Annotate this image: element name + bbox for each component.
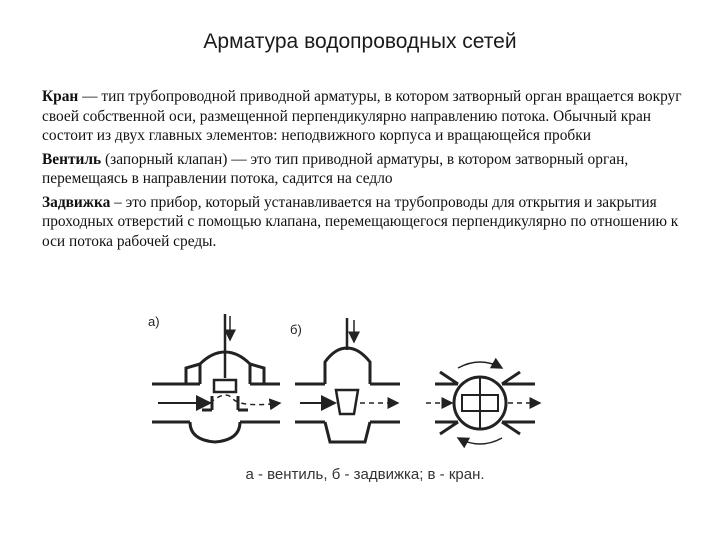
definition-kran: — тип трубопроводной приводной арматуры,… <box>42 88 682 144</box>
kran-drawing <box>435 370 535 436</box>
paragraph-zadvizhka: Задвижка – это прибор, который устанавли… <box>42 193 692 252</box>
label-a: а) <box>148 314 160 329</box>
definition-zadvizhka: – это прибор, который устанавливается на… <box>42 193 679 250</box>
term-kran: Кран <box>42 88 79 105</box>
figure-caption: а - вентиль, б - задвижка; в - кран. <box>245 466 485 483</box>
valve-diagram: а) б) <box>148 314 542 449</box>
zadvizhka-drawing <box>295 346 400 444</box>
paragraph-kran: Кран — тип трубопроводной приводной арма… <box>42 87 692 146</box>
slide-title: Арматура водопроводных сетей <box>203 30 517 53</box>
label-b: б) <box>290 322 302 337</box>
term-ventil: Вентиль <box>42 150 102 168</box>
definition-ventil: (запорный клапан) — это тип приводной ар… <box>42 150 629 188</box>
text-body: Кран — тип трубопроводной приводной арма… <box>42 87 692 255</box>
term-zadvizhka: Задвижка <box>42 193 111 211</box>
ventil-drawing <box>152 350 280 444</box>
paragraph-ventil: Вентиль (запорный клапан) — это тип прив… <box>42 150 692 189</box>
